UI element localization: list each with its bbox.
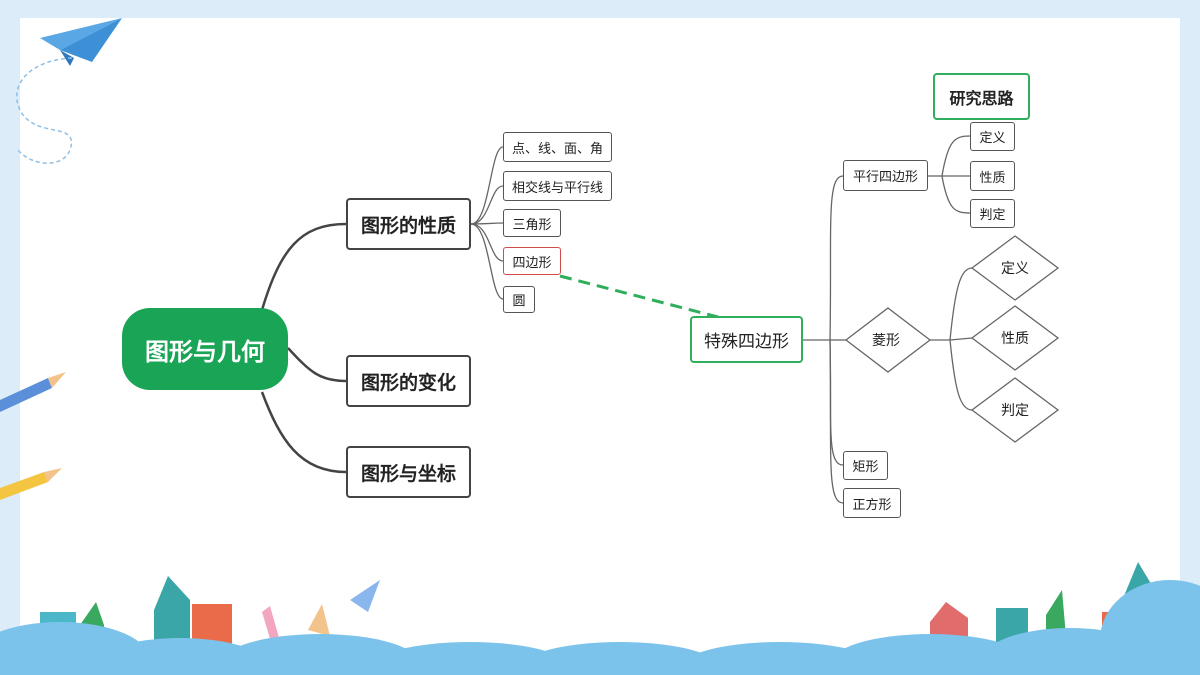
link-prop-child-3 [470,222,504,225]
link-rhombus-criterion [949,339,973,411]
cloud-border [0,580,1200,675]
link-special-square [829,339,844,504]
link-rhombus-definition [949,267,973,341]
rhombus-shape [844,307,932,373]
branch-properties[interactable]: 图形的性质 [346,198,471,250]
para-criterion[interactable]: 判定 [970,199,1015,228]
rhombus-property-shape [970,305,1060,371]
dashed-trail [15,57,73,164]
link-special-rectangle [829,339,844,466]
special-quadrilateral-node[interactable]: 特殊四边形 [690,316,803,363]
leaf-circle[interactable]: 圆 [503,286,535,313]
link-quadrilateral-special [559,274,719,319]
pencil-icon [0,468,62,500]
link-root-transform [287,347,347,383]
branch-transformations[interactable]: 图形的变化 [346,355,471,407]
link-rhombus-property [949,337,973,341]
node-rectangle[interactable]: 矩形 [843,451,888,480]
link-para-criterion [941,175,971,214]
link-prop-child-2 [470,185,504,225]
link-root-coordinates [260,391,347,474]
link-root-properties [260,222,347,311]
leaf-points-lines[interactable]: 点、线、面、角 [503,132,612,162]
branch-coordinates[interactable]: 图形与坐标 [346,446,471,498]
rhombus-criterion[interactable]: 判定 [1001,403,1029,419]
para-property[interactable]: 性质 [970,161,1015,191]
rhombus-definition[interactable]: 定义 [1001,261,1029,277]
rhombus-definition-shape [970,235,1060,301]
leaf-intersecting-parallel[interactable]: 相交线与平行线 [503,171,612,201]
link-prop-child-1 [470,146,504,225]
link-prop-child-5 [470,223,504,300]
node-rhombus[interactable]: 菱形 [872,333,900,349]
research-approach-node[interactable]: 研究思路 [933,73,1030,120]
leaf-triangle[interactable]: 三角形 [503,209,561,237]
link-special-parallelogram [829,175,844,341]
node-parallelogram[interactable]: 平行四边形 [843,160,928,191]
node-square[interactable]: 正方形 [843,488,901,518]
link-prop-child-4 [470,223,504,262]
para-definition[interactable]: 定义 [970,122,1015,151]
leaf-quadrilateral[interactable]: 四边形 [503,247,561,275]
root-node[interactable]: 图形与几何 [122,308,288,390]
rhombus-criterion-shape [970,377,1060,443]
pencil-icon [0,372,66,412]
paper-plane-icon [40,18,122,66]
link-para-definition [941,135,971,177]
rhombus-property[interactable]: 性质 [1001,331,1029,347]
